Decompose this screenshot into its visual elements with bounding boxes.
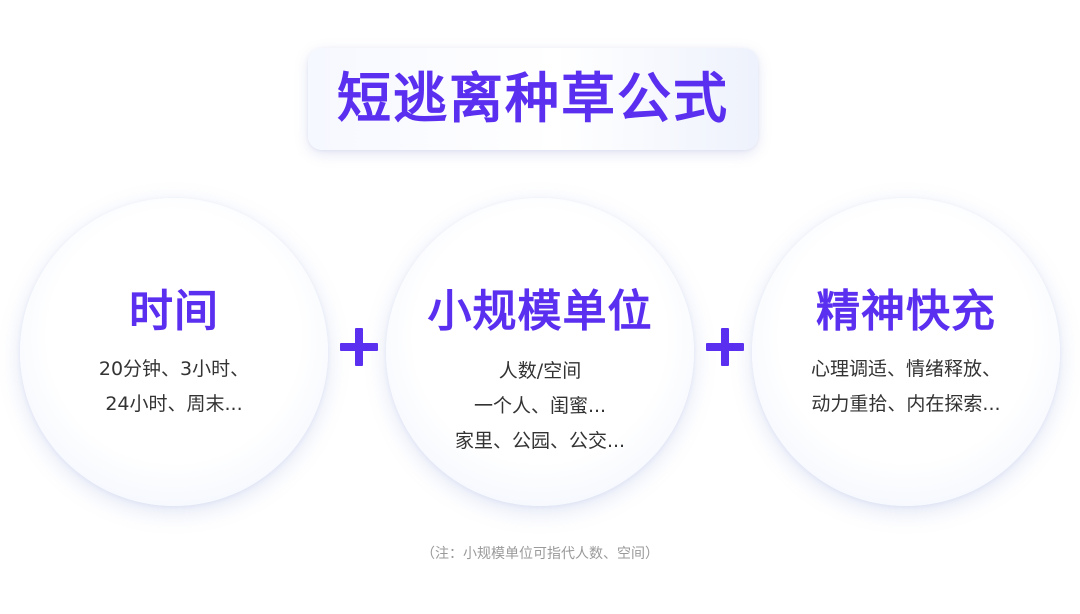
time-circle: 时间 20分钟、3小时、 24小时、周末... bbox=[20, 198, 328, 506]
mental-recharge-detail-line: 动力重拾、内在探索... bbox=[811, 393, 1001, 415]
mental-recharge-circle: 精神快充 心理调适、情绪释放、 动力重拾、内在探索... bbox=[752, 198, 1060, 506]
page-title: 短逃离种草公式 bbox=[337, 67, 729, 130]
small-unit-detail-line: 一个人、闺蜜... bbox=[473, 395, 607, 417]
small-unit-circle: 小规模单位 人数/空间 一个人、闺蜜... 家里、公园、公交... bbox=[386, 198, 694, 506]
small-unit-detail-line: 人数/空间 bbox=[498, 360, 582, 382]
mental-recharge-heading: 精神快充 bbox=[816, 286, 996, 337]
mental-recharge-detail-line: 心理调适、情绪释放、 bbox=[810, 358, 1001, 380]
small-unit-details: 人数/空间 一个人、闺蜜... 家里、公园、公交... bbox=[455, 354, 625, 459]
time-detail-line: 20分钟、3小时、 bbox=[98, 358, 250, 380]
mental-recharge-details: 心理调适、情绪释放、 动力重拾、内在探索... bbox=[811, 352, 1001, 422]
plus-icon bbox=[706, 322, 758, 374]
plus-icon bbox=[340, 322, 392, 374]
time-heading: 时间 bbox=[129, 286, 219, 337]
title-card: 短逃离种草公式 bbox=[308, 48, 758, 150]
small-unit-detail-line: 家里、公园、公交... bbox=[454, 430, 626, 452]
small-unit-heading: 小规模单位 bbox=[427, 286, 653, 337]
time-details: 20分钟、3小时、 24小时、周末... bbox=[99, 352, 249, 422]
time-detail-line: 24小时、周末... bbox=[105, 393, 243, 415]
footnote: （注：小规模单位可指代人数、空间） bbox=[421, 546, 659, 562]
